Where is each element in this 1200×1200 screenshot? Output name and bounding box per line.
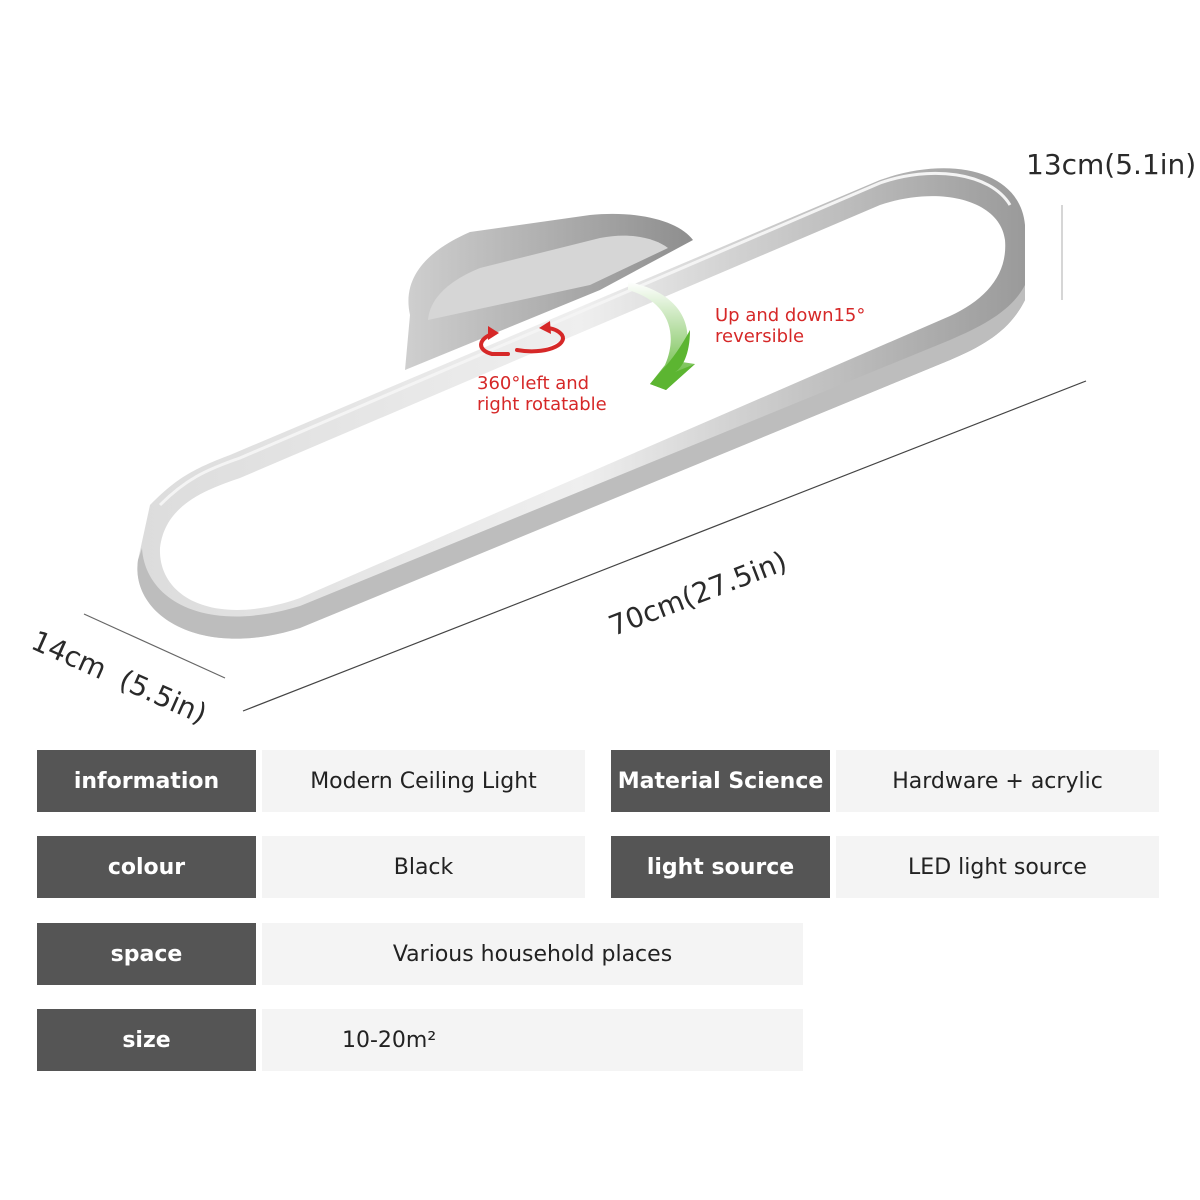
spec-key: colour (37, 836, 256, 898)
spec-row-space: space Various household places (37, 923, 803, 985)
spec-key: Material Science (611, 750, 830, 812)
height-dimension-label: 13cm(5.1in) (1026, 148, 1197, 181)
spec-key: light source (611, 836, 830, 898)
length-dimension-line (242, 380, 1087, 712)
rotate-arrows-icon (479, 321, 565, 356)
product-illustration (83, 168, 1087, 712)
light-bar (137, 168, 1025, 639)
spec-row-light-source: light source LED light source (611, 836, 1159, 898)
rotate-annotation-line2: right rotatable (477, 394, 607, 415)
spec-key: information (37, 750, 256, 812)
spec-value: Hardware + acrylic (836, 750, 1159, 812)
tilt-annotation-line1: Up and down15° (715, 305, 866, 326)
spec-key: space (37, 923, 256, 985)
spec-row-size: size 10-20m² (37, 1009, 803, 1071)
spec-row-material: Material Science Hardware + acrylic (611, 750, 1159, 812)
spec-key: size (37, 1009, 256, 1071)
rotate-annotation-line1: 360°left and (477, 373, 590, 394)
width-dimension-line (83, 613, 226, 679)
spec-value: 10-20m² (262, 1009, 803, 1071)
spec-value: Various household places (262, 923, 803, 985)
spec-row-colour: colour Black (37, 836, 585, 898)
spec-value: LED light source (836, 836, 1159, 898)
spec-value: Black (262, 836, 585, 898)
tilt-arrow-icon (628, 282, 695, 390)
spec-value: Modern Ceiling Light (262, 750, 585, 812)
mounting-base (405, 213, 693, 370)
spec-row-information: information Modern Ceiling Light (37, 750, 585, 812)
tilt-annotation-line2: reversible (715, 326, 805, 347)
